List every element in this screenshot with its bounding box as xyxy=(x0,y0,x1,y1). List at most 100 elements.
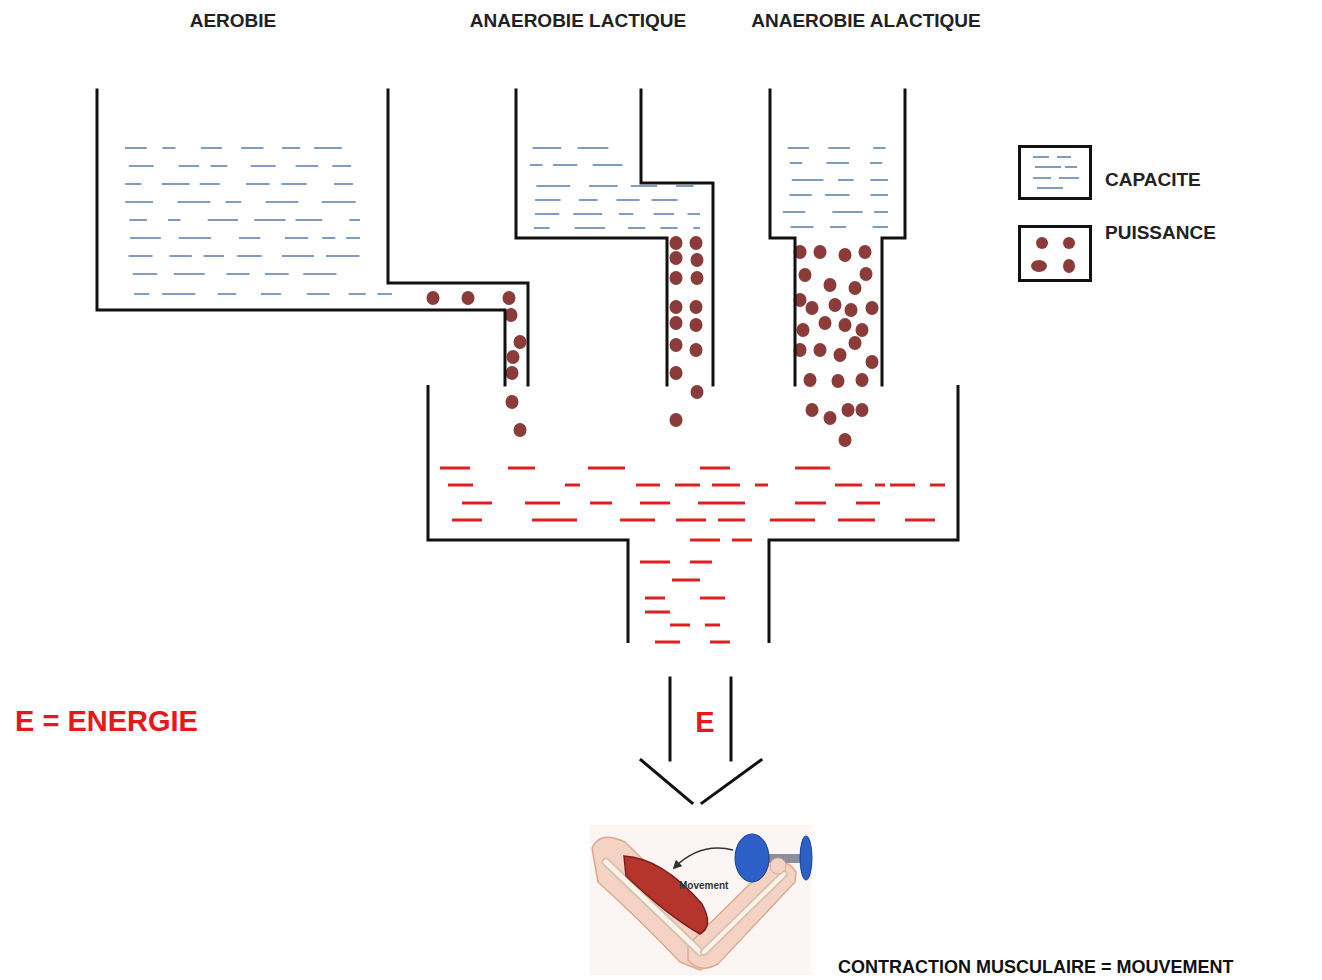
capacity-dash xyxy=(254,219,285,221)
capacity-dash xyxy=(535,199,561,201)
energy-arrow: E xyxy=(641,678,762,804)
capacity-dash xyxy=(1033,156,1049,158)
power-dot xyxy=(797,323,810,337)
wall-line xyxy=(882,90,905,385)
lactic-tank: ANAEROBIE LACTIQUE xyxy=(516,90,713,386)
energy-letter: E xyxy=(505,706,905,738)
capacity-dash xyxy=(125,147,147,149)
capacity-dash xyxy=(616,199,639,201)
capacity-dash xyxy=(832,211,862,213)
power-dot xyxy=(849,336,862,350)
capacity-dash xyxy=(307,293,330,295)
tank-heading: ANAEROBIE LACTIQUE xyxy=(378,9,778,33)
capacity-dash xyxy=(870,194,888,196)
power-dot xyxy=(690,318,703,332)
capacity-dash xyxy=(296,219,323,221)
capacity-dash xyxy=(534,227,550,229)
power-dot xyxy=(503,291,516,305)
node-outline xyxy=(770,90,905,386)
power-dot xyxy=(670,236,683,250)
capacity-dash xyxy=(179,165,199,167)
capacity-dash xyxy=(631,185,657,187)
power-dot xyxy=(799,268,812,282)
capacity-dash xyxy=(1059,177,1079,179)
wall-line xyxy=(516,90,667,385)
capacity-dash xyxy=(792,179,824,181)
power-dot xyxy=(670,251,683,265)
power-dot xyxy=(1036,237,1048,249)
capacity-dash xyxy=(334,183,353,185)
capacity-dash xyxy=(593,164,623,166)
capacity-dash xyxy=(296,165,319,167)
capacity-dash xyxy=(536,185,570,187)
power-dot xyxy=(859,245,872,259)
capacity-dash xyxy=(125,201,153,203)
capacity-dash xyxy=(162,183,190,185)
power-dot xyxy=(1031,260,1047,272)
power-dot xyxy=(690,300,703,314)
power-dot xyxy=(842,403,855,417)
energy-dashes xyxy=(440,468,945,642)
capacity-dash xyxy=(873,226,888,228)
node-outline xyxy=(516,90,713,386)
wall-line xyxy=(641,760,692,803)
power-dot xyxy=(506,395,519,409)
capacity-dash xyxy=(628,227,645,229)
capacity-dash xyxy=(200,183,220,185)
collector-basin xyxy=(428,385,958,643)
swatch-sample xyxy=(1021,228,1089,279)
power-dot xyxy=(819,316,832,330)
capacity-dash xyxy=(830,226,846,228)
capacity-dash xyxy=(1033,177,1051,179)
node-outline xyxy=(641,678,762,804)
capacity-dash xyxy=(241,147,263,149)
power-dot xyxy=(1063,237,1075,249)
power-dot xyxy=(845,303,858,317)
capacity-dash xyxy=(828,147,850,149)
capacity-dash xyxy=(870,179,888,181)
power-dot xyxy=(832,374,845,388)
upper-arm xyxy=(592,837,717,970)
power-dot xyxy=(514,423,527,437)
illustration-label: Movement xyxy=(679,880,728,892)
capacity-dash xyxy=(129,219,147,221)
capacity-dash xyxy=(838,179,854,181)
wall-line xyxy=(770,90,795,385)
capacity-dash xyxy=(577,147,608,149)
capacity-dash xyxy=(326,255,360,257)
capacity-dash xyxy=(783,211,805,213)
power-dot xyxy=(507,350,520,364)
capacity-dash xyxy=(553,164,577,166)
capacity-dash xyxy=(825,194,849,196)
capacity-dash xyxy=(788,147,809,149)
biceps-muscle xyxy=(624,856,708,934)
legend-swatch xyxy=(1018,145,1092,200)
capacity-dash xyxy=(125,183,141,185)
capacity-dash xyxy=(134,293,149,295)
power-dot xyxy=(670,338,683,352)
capacity-dash xyxy=(1065,166,1077,168)
capacity-dash xyxy=(178,201,211,203)
power-dot xyxy=(824,278,837,292)
aerobic-tank: AEROBIE xyxy=(97,90,528,386)
capacity-dash xyxy=(693,227,700,229)
power-dot xyxy=(462,291,475,305)
capacity-dash xyxy=(660,227,677,229)
alactic-tank: ANAEROBIE ALACTIQUE xyxy=(770,90,905,386)
capacity-dash xyxy=(168,219,181,221)
capacity-dash xyxy=(1035,166,1061,168)
capacity-dash xyxy=(1057,156,1071,158)
capacity-dash xyxy=(652,199,678,201)
capacity-dash xyxy=(208,219,238,221)
power-dot xyxy=(856,323,869,337)
power-dot xyxy=(670,366,683,380)
capacity-dash xyxy=(282,255,314,257)
power-dot xyxy=(834,348,847,362)
capacity-dash xyxy=(246,183,269,185)
power-dot xyxy=(690,236,703,250)
capacity-dash xyxy=(870,162,882,164)
capacity-dash xyxy=(239,237,260,239)
power-dot xyxy=(514,335,527,349)
power-dot xyxy=(824,411,837,425)
